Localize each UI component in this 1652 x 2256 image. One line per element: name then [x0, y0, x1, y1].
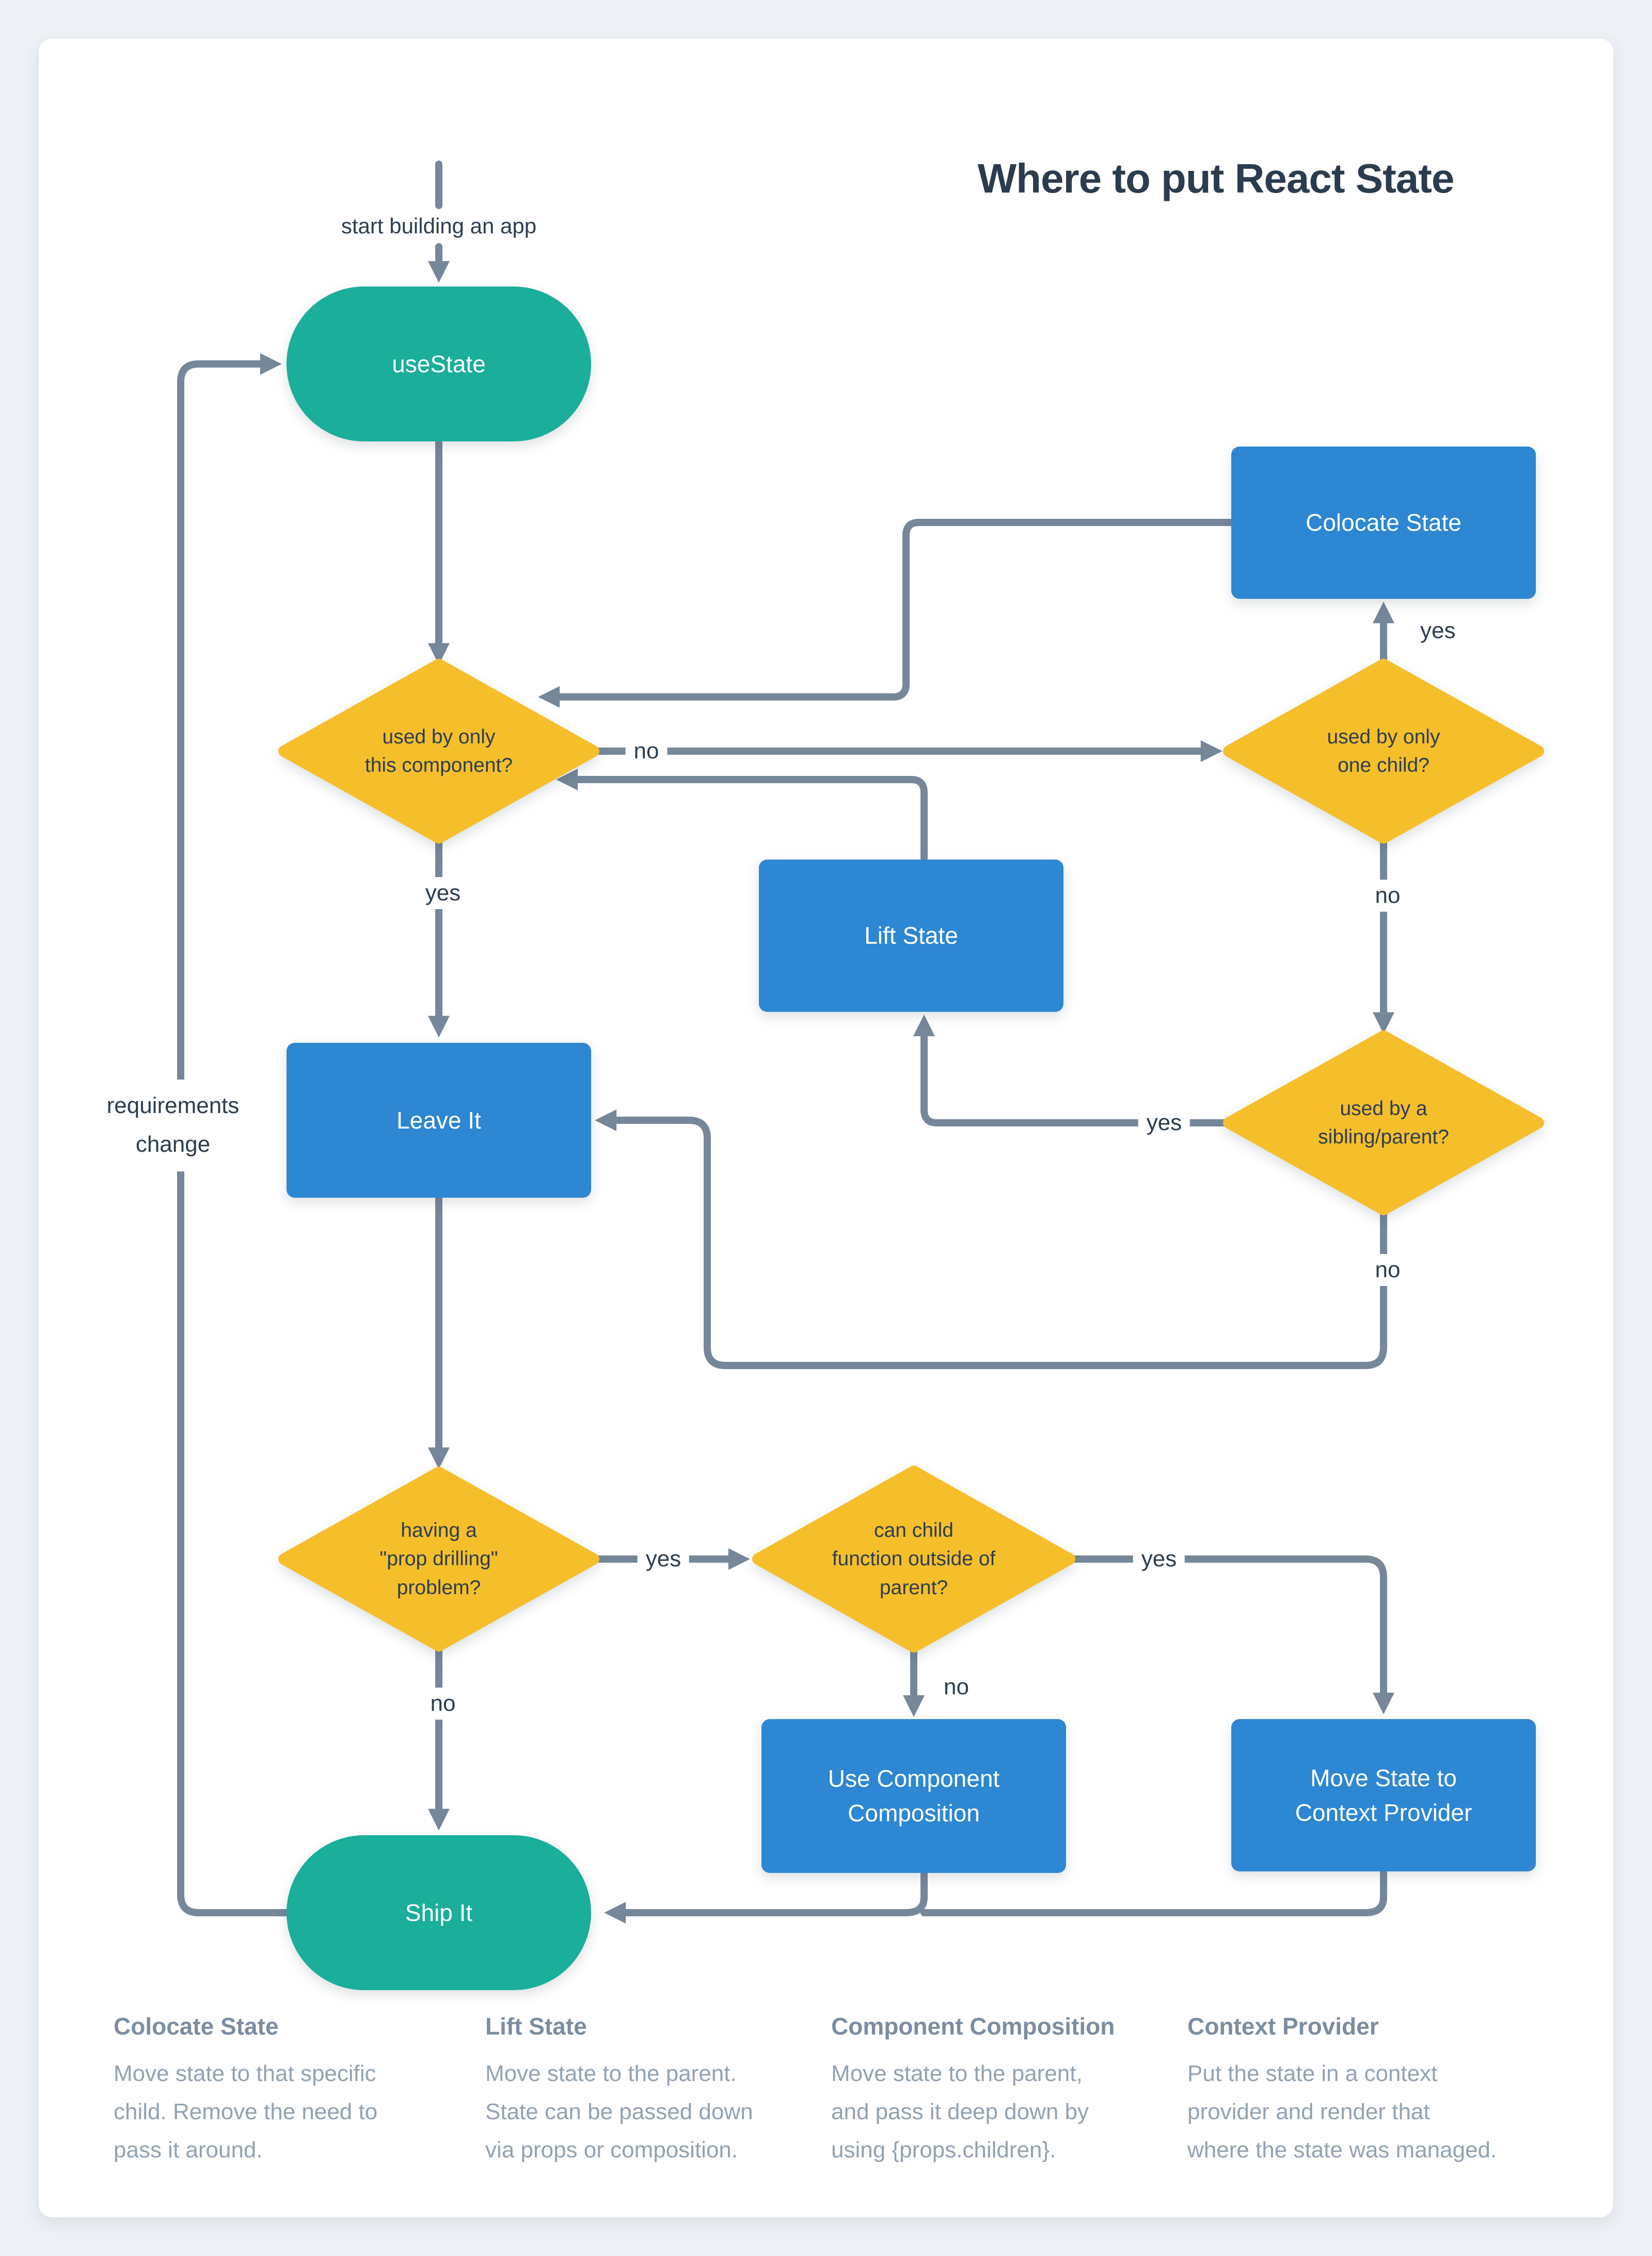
node-lift-shape: [759, 860, 1063, 1012]
nodes: [278, 287, 1544, 1990]
edge-label-sibling-no: no: [1367, 1254, 1409, 1286]
edge-sibling-yes-lift: [913, 1014, 1231, 1126]
edge-label-onechild-yes: yes: [1420, 618, 1456, 643]
node-lift-label: Lift State: [864, 922, 958, 949]
legend-title: Colocate State: [114, 2013, 279, 2040]
node-ucc-label: Use Component Composition: [828, 1765, 1000, 1826]
decision-onechild-label: used by only one child?: [1327, 725, 1440, 776]
edge-label-sibling-yes: yes: [1138, 1107, 1190, 1139]
node-usestate-shape: [287, 287, 591, 441]
node-leaveit-label: Leave It: [396, 1106, 481, 1134]
edge-label-thiscomponent-yes: yes: [417, 877, 469, 909]
node-leaveit-shape: [287, 1043, 591, 1198]
decision-childoutside-shape: [752, 1466, 1075, 1653]
edge-label-thiscomponent-no: no: [625, 735, 668, 767]
decision-onechild-shape: [1223, 659, 1544, 844]
decision-thiscomponent-label: used by only this component?: [364, 725, 513, 776]
node-colocate-shape: [1231, 447, 1536, 599]
node-shipit-shape: [287, 1835, 591, 1990]
legend-title: Lift State: [485, 2013, 587, 2040]
edge-label-childoutside-no: no: [944, 1674, 969, 1699]
decision-propdrilling-label: having a "prop drilling" problem?: [379, 1519, 498, 1599]
page-title: Where to put React State: [977, 155, 1455, 201]
node-usestate-label: useState: [392, 350, 486, 377]
decision-thiscomponent-shape: [278, 659, 599, 844]
edge-label-childoutside-yes: yes: [1133, 1543, 1185, 1575]
edge-lift-return-thiscomponent: [556, 769, 928, 862]
node-context-label: Move State to Context Provider: [1295, 1764, 1472, 1826]
edge-label-propdrilling-no: no: [422, 1688, 464, 1720]
node-shipit-label: Ship It: [405, 1899, 473, 1926]
legend-colocate-state: Colocate State Move state to that specif…: [114, 2012, 444, 2169]
edge-childoutside-yes-context: [1068, 1555, 1394, 1714]
decision-propdrilling-shape: [278, 1467, 599, 1651]
legend-component-composition: Component Composition Move state to the …: [831, 2012, 1162, 2169]
decision-sibling-shape: [1223, 1030, 1544, 1215]
decision-sibling-label: used by a sibling/parent?: [1318, 1097, 1449, 1148]
node-context-shape: [1231, 1719, 1536, 1871]
node-ucc-shape: [761, 1719, 1066, 1873]
edge-ucc-shipit: [604, 1869, 928, 1924]
legend-context-provider: Context Provider Put the state in a cont…: [1187, 2012, 1518, 2169]
loop-label-requirements-change: requirements change: [101, 1079, 245, 1171]
edge-colocate-return-thiscomponent: [538, 519, 1234, 708]
legend-title: Component Composition: [831, 2013, 1115, 2040]
edge-label-onechild-no: no: [1367, 880, 1409, 912]
node-colocate-label: Colocate State: [1306, 509, 1462, 536]
decision-childoutside-label: can child function outside of parent?: [832, 1519, 996, 1599]
edge-context-merge: [920, 1869, 1387, 1916]
edge-sibling-no-leaveit: [595, 1109, 1387, 1369]
legend-title: Context Provider: [1187, 2013, 1379, 2040]
edge-label-propdrilling-yes: yes: [637, 1543, 690, 1575]
start-label: start building an app: [341, 214, 537, 238]
legend-lift-state: Lift State Move state to the parent. Sta…: [485, 2012, 816, 2169]
